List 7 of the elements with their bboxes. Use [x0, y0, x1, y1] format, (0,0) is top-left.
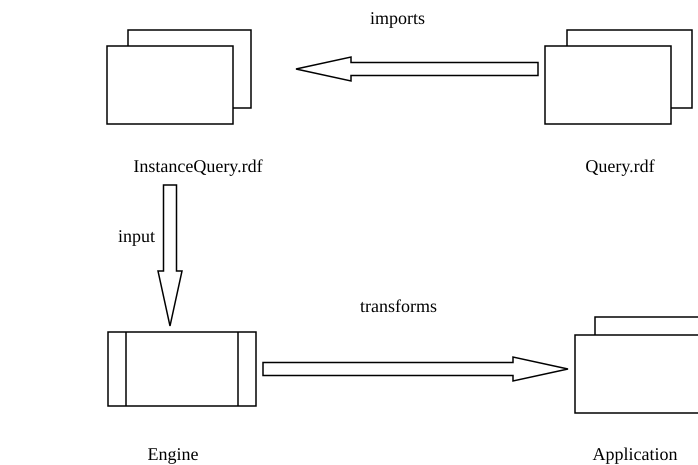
node-label: Application	[592, 444, 678, 465]
node-label: InstanceQuery.rdf	[133, 156, 263, 177]
block-arrow	[295, 56, 539, 82]
block-arrow	[262, 356, 569, 382]
node-label: Engine	[148, 444, 198, 465]
node-label: Query.rdf	[585, 156, 655, 177]
block-arrow	[157, 184, 183, 327]
